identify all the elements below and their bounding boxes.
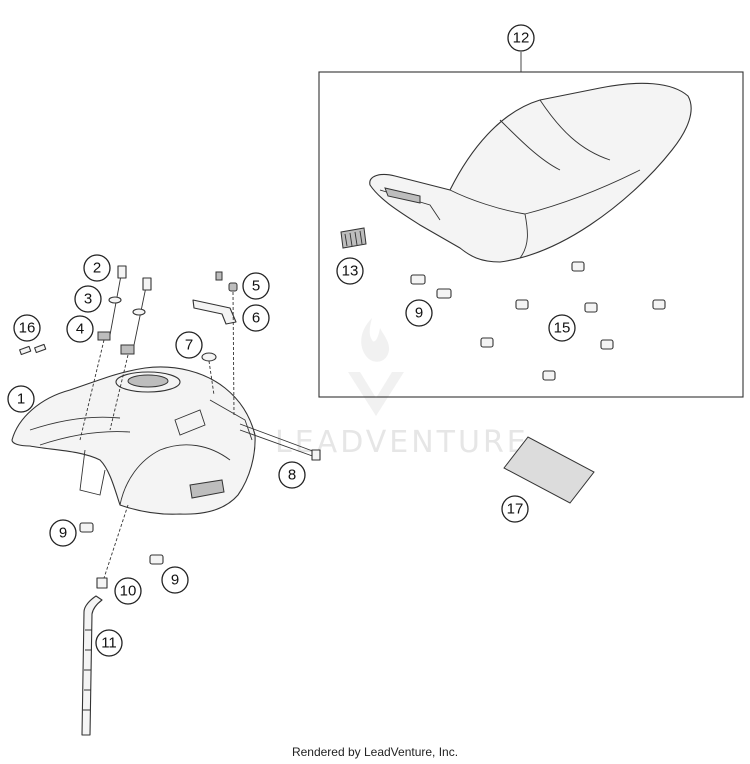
callout-5: 5 — [242, 272, 270, 300]
callout-13: 13 — [336, 257, 364, 285]
svg-text:15: 15 — [554, 320, 571, 337]
svg-text:11: 11 — [101, 635, 117, 652]
hose-10-11 — [81, 504, 129, 736]
svg-text:8: 8 — [288, 467, 296, 484]
callout-10: 10 — [114, 577, 142, 605]
svg-text:17: 17 — [507, 501, 524, 518]
bolt-stack-left — [79, 265, 127, 441]
seat-group-frame — [318, 71, 744, 398]
svg-text:7: 7 — [185, 337, 193, 354]
svg-text:9: 9 — [59, 525, 67, 542]
callout-9-seat: 9 — [405, 299, 433, 327]
part-13 — [340, 227, 367, 249]
part-16 — [19, 343, 47, 356]
callout-3: 3 — [74, 285, 102, 313]
fuel-tank-part — [11, 366, 256, 515]
svg-text:5: 5 — [252, 278, 260, 295]
callout-11: 11 — [95, 629, 123, 657]
callout-9-right: 9 — [161, 566, 189, 594]
callout-2: 2 — [83, 254, 111, 282]
part-17 — [503, 436, 595, 504]
svg-text:9: 9 — [171, 572, 179, 589]
clips-9-seat — [410, 274, 452, 299]
svg-text:10: 10 — [120, 583, 137, 600]
footer-credit: Rendered by LeadVenture, Inc. — [292, 745, 458, 759]
callout-12: 12 — [507, 24, 535, 52]
callout-4: 4 — [66, 315, 94, 343]
clips-15 — [480, 261, 666, 381]
callout-1: 1 — [7, 385, 35, 413]
callout-6: 6 — [242, 304, 270, 332]
part-7 — [201, 352, 217, 396]
callout-16: 16 — [13, 314, 41, 342]
bolt-stack-right — [109, 277, 152, 431]
svg-text:4: 4 — [76, 321, 84, 338]
watermark-logo-icon — [348, 318, 404, 416]
seat-part — [369, 82, 692, 263]
callout-15: 15 — [548, 314, 576, 342]
svg-text:9: 9 — [415, 305, 423, 322]
svg-text:13: 13 — [342, 263, 359, 280]
bolt-8 — [239, 423, 321, 461]
callout-7: 7 — [175, 331, 203, 359]
callout-8: 8 — [278, 461, 306, 489]
svg-text:12: 12 — [513, 30, 530, 47]
svg-text:2: 2 — [93, 260, 101, 277]
clip-9-right — [149, 554, 164, 565]
bracket-5-6 — [192, 271, 238, 416]
svg-text:16: 16 — [19, 320, 36, 337]
callout-9-left: 9 — [49, 519, 77, 547]
svg-text:3: 3 — [84, 291, 92, 308]
svg-text:6: 6 — [252, 310, 260, 327]
svg-text:1: 1 — [17, 391, 25, 408]
clip-9-left — [79, 522, 94, 533]
callout-17: 17 — [501, 495, 529, 523]
